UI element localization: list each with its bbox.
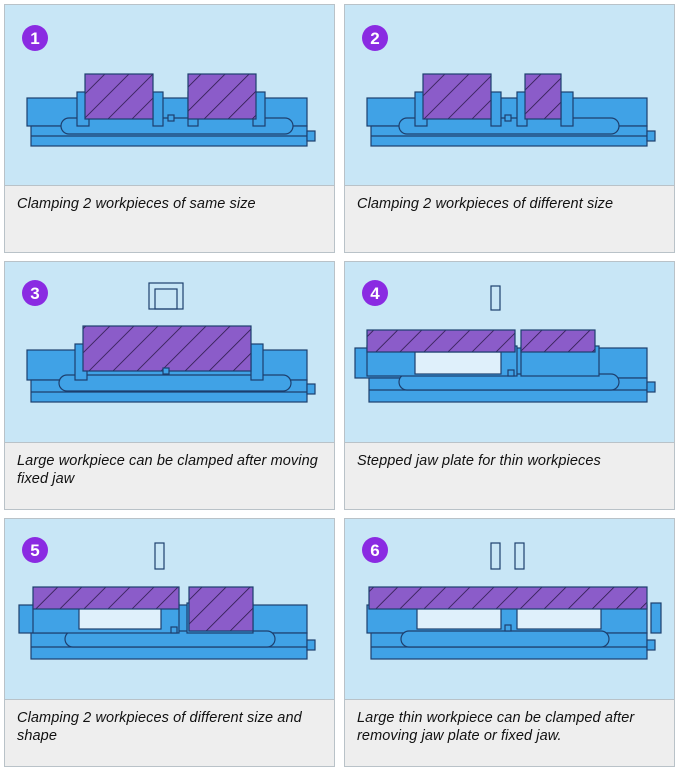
vise-illustration: 3 [5, 262, 334, 443]
caption: Large thin workpiece can be clamped afte… [357, 710, 635, 744]
step-badge: 3 [22, 280, 48, 306]
panel-4: 4 Stepped jaw plate for thin workpieces [344, 261, 675, 510]
caption: Clamping 2 workpieces of different size [357, 196, 614, 212]
step-number: 6 [370, 541, 379, 560]
step-badge: 2 [362, 25, 388, 51]
vise-illustration: 1 [5, 5, 334, 186]
caption: Stepped jaw plate for thin workpieces [357, 453, 601, 469]
vise-diagram-1 [26, 73, 316, 147]
vise-illustration: 4 [345, 262, 674, 443]
step-badge: 4 [362, 280, 388, 306]
vise-illustration: 5 [5, 519, 334, 700]
vise-diagram-5 [18, 542, 316, 660]
panel-6: 6 Large thin workpiece can be clamped af… [344, 518, 675, 767]
vise-illustration: 2 [345, 5, 674, 186]
panel-2: 2 Clamping 2 workpieces of different siz… [344, 4, 675, 253]
panel-5: 5 Clamping 2 workpieces of different siz… [4, 518, 335, 767]
panel-3: 3 Large workpiece can be clamped after m… [4, 261, 335, 510]
vise-diagram-2 [366, 73, 656, 147]
step-badge: 5 [22, 537, 48, 563]
vise-illustration: 6 [345, 519, 674, 700]
vise-diagram-4 [354, 285, 656, 403]
step-badge: 6 [362, 537, 388, 563]
step-badge: 1 [22, 25, 48, 51]
step-number: 1 [30, 29, 39, 48]
step-number: 5 [30, 541, 39, 560]
vise-diagram-6 [366, 542, 662, 660]
caption: Clamping 2 workpieces of different size … [17, 710, 302, 744]
caption: Clamping 2 workpieces of same size [17, 196, 256, 212]
step-number: 4 [370, 284, 380, 303]
step-number: 3 [30, 284, 39, 303]
panel-1: 1 Clamping 2 workpieces of same size [4, 4, 335, 253]
caption: Large workpiece can be clamped after mov… [17, 453, 318, 487]
step-number: 2 [370, 29, 379, 48]
vise-diagram-3 [26, 282, 316, 403]
